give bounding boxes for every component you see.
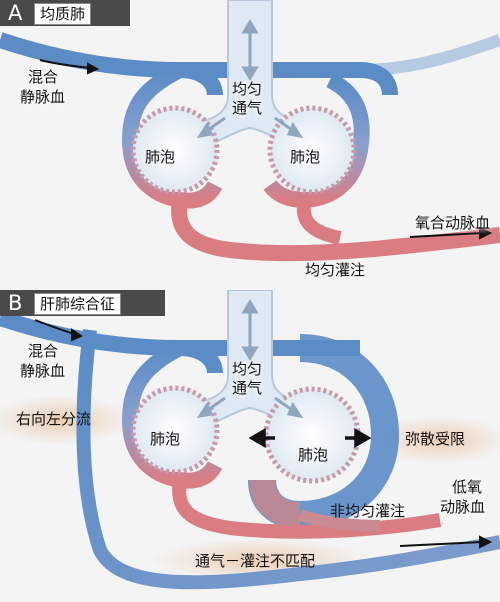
panel-b-title: 肝肺综合征 <box>34 293 122 315</box>
label-oxygenated: 氧合动脉血 <box>415 214 491 232</box>
arterial-outflow-vessel <box>171 198 500 262</box>
dilation-arrows-icon <box>248 427 372 449</box>
panel-a-header: A 均质肺 <box>0 0 130 26</box>
label-alveolus-a-right: 肺泡 <box>290 148 321 166</box>
alveolus-left-shape <box>130 105 220 195</box>
label-alveolus-a-left: 肺泡 <box>145 148 176 166</box>
panel-hepatopulmonary: B 肝肺综合征 混合 静脉血 均匀 通气 右向左分流 肺泡 肺泡 弥散受限 低氧… <box>0 290 500 602</box>
label-vq-mismatch: 通气－灌注不匹配 <box>195 552 316 570</box>
capillary-right <box>263 72 370 209</box>
label-mixed-venous-a-2: 静脉血 <box>20 88 66 106</box>
label-hypoxemia-2: 动脉血 <box>440 498 486 516</box>
panel-b-header: B 肝肺综合征 <box>0 290 165 316</box>
label-uniform-vent-b-2: 通气 <box>232 379 263 397</box>
label-uniform-perfusion: 均匀灌注 <box>305 261 366 279</box>
panel-b-letter: B <box>8 291 23 315</box>
label-mixed-venous-b-1: 混合 <box>28 342 59 360</box>
venous-inflow-vessel <box>0 32 223 96</box>
panel-a-title: 均质肺 <box>34 3 92 25</box>
shunt-vessel <box>76 329 500 590</box>
homogeneous-lung-illustration <box>0 0 500 262</box>
label-alveolus-b-right: 肺泡 <box>298 446 329 464</box>
label-uniform-vent-a-1: 均匀 <box>232 80 263 98</box>
label-uniform-vent-b-1: 均匀 <box>232 360 263 378</box>
inflow-arrow-icon <box>39 59 100 75</box>
label-hypoxemia-1: 低氧 <box>452 478 483 496</box>
label-shunt: 右向左分流 <box>16 410 92 428</box>
outflow-arrow-icon <box>409 226 493 240</box>
capillary-left <box>121 62 223 209</box>
label-mixed-venous-b-2: 静脉血 <box>20 362 66 380</box>
panel-homogeneous-lung: A 均质肺 混合 静脉血 均匀 通气 肺泡 肺泡 氧合动脉血 均匀灌注 <box>0 0 500 290</box>
hepatopulmonary-illustration <box>0 290 500 590</box>
panel-a-letter: A <box>8 1 23 25</box>
airflow-arrow-icon <box>241 19 259 81</box>
label-uniform-vent-a-2: 通气 <box>232 99 263 117</box>
label-nonuniform-perfusion: 非均匀灌注 <box>330 502 406 520</box>
label-alveolus-b-left: 肺泡 <box>150 430 181 448</box>
label-diffusion-limited: 弥散受限 <box>405 430 466 448</box>
label-mixed-venous-a-1: 混合 <box>28 68 59 86</box>
